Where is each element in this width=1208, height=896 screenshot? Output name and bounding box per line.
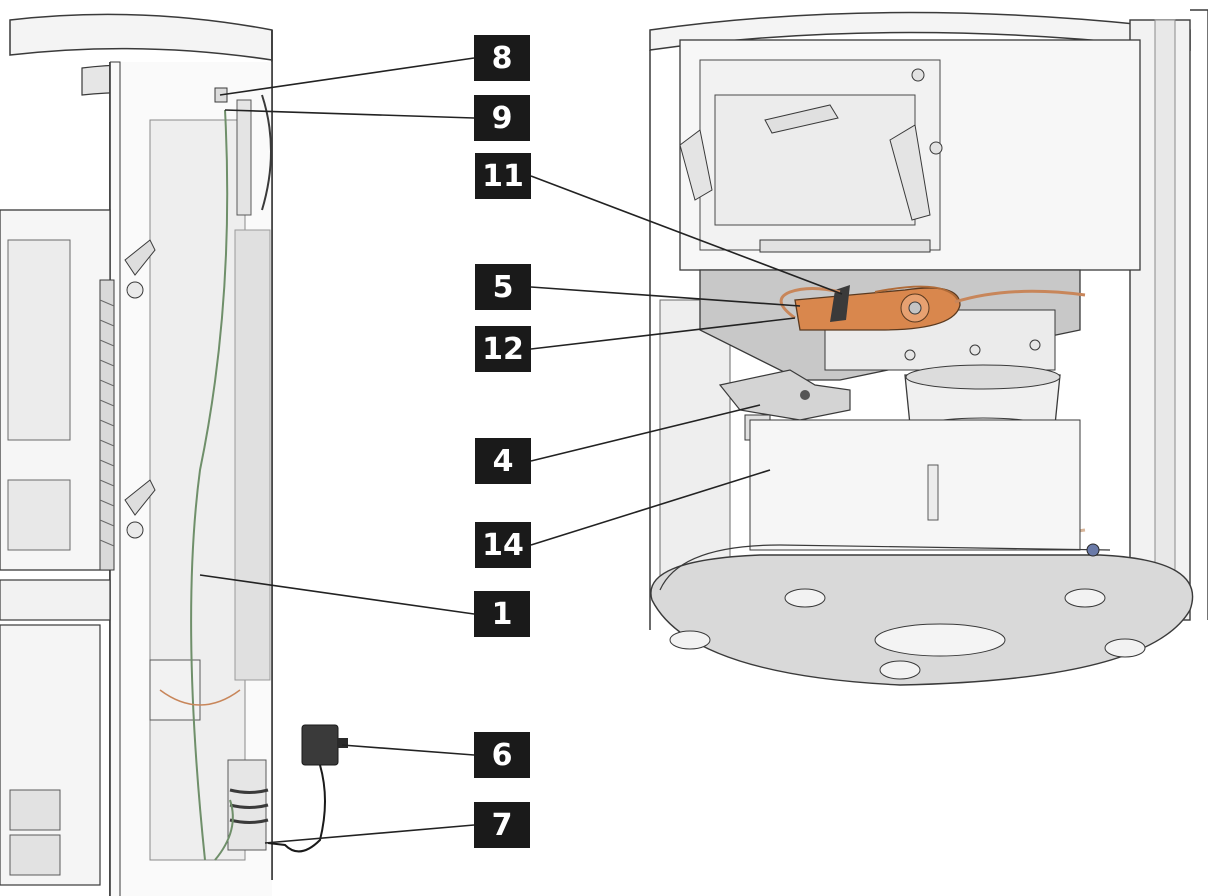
- callout-6: 6: [474, 732, 530, 778]
- callout-1: 1: [474, 591, 530, 637]
- callout-5: 5: [475, 264, 531, 310]
- leader-line-6: [341, 744, 475, 756]
- leader-line-5: [530, 286, 801, 307]
- callout-8: 8: [474, 35, 530, 81]
- leader-line-4: [530, 404, 761, 462]
- leader-line-1: [199, 574, 475, 615]
- callout-14: 14: [475, 522, 531, 568]
- leader-line-14: [530, 469, 771, 546]
- callout-11: 11: [475, 153, 531, 199]
- callout-4: 4: [475, 438, 531, 484]
- right-stove-view: [649, 9, 1208, 686]
- leader-line-7: [264, 824, 475, 844]
- leader-line-8: [219, 57, 475, 96]
- callout-12: 12: [475, 326, 531, 372]
- leader-line-9: [224, 109, 475, 119]
- leader-line-12: [530, 317, 796, 350]
- callout-9: 9: [474, 95, 530, 141]
- leader-line-11: [530, 175, 843, 295]
- leader-lines: [199, 57, 843, 844]
- callout-7: 7: [474, 802, 530, 848]
- left-stove-view: [0, 13, 348, 896]
